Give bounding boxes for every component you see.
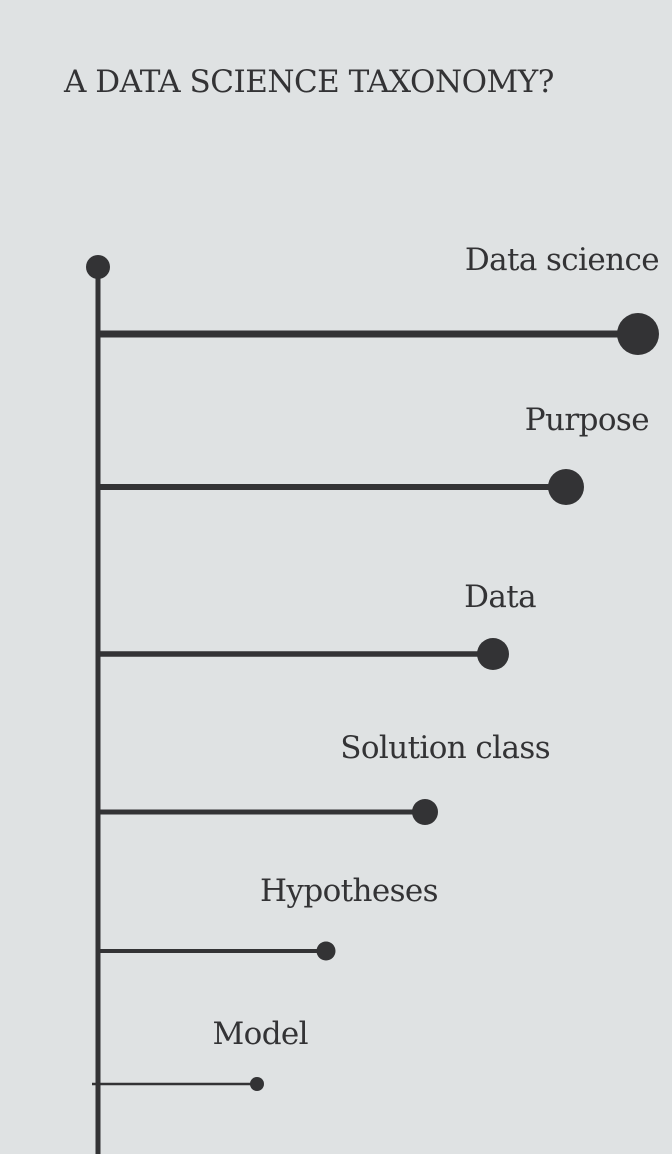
branch-node	[477, 638, 509, 670]
branch-label: Data science	[465, 242, 659, 278]
branch-label: Data	[464, 579, 536, 615]
taxonomy-branch-hypotheses: Hypotheses	[98, 873, 439, 961]
taxonomy-branch-model: Model	[92, 1016, 309, 1091]
branch-label: Purpose	[525, 402, 649, 438]
taxonomy-branch-data-science: Data science	[98, 242, 660, 355]
branch-node	[412, 799, 438, 825]
taxonomy-branch-solution-class: Solution class	[98, 730, 551, 825]
branch-node	[617, 313, 659, 355]
branch-label: Hypotheses	[260, 873, 438, 909]
branch-label: Solution class	[340, 730, 550, 766]
page-title: A DATA SCIENCE TAXONOMY?	[64, 64, 554, 100]
branch-node	[548, 469, 584, 505]
taxonomy-branch-data: Data	[98, 579, 537, 670]
spine-top-node	[86, 255, 110, 279]
branch-node	[250, 1077, 264, 1091]
branch-label: Model	[212, 1016, 308, 1052]
taxonomy-branch-purpose: Purpose	[98, 402, 650, 505]
branch-node	[316, 941, 336, 961]
